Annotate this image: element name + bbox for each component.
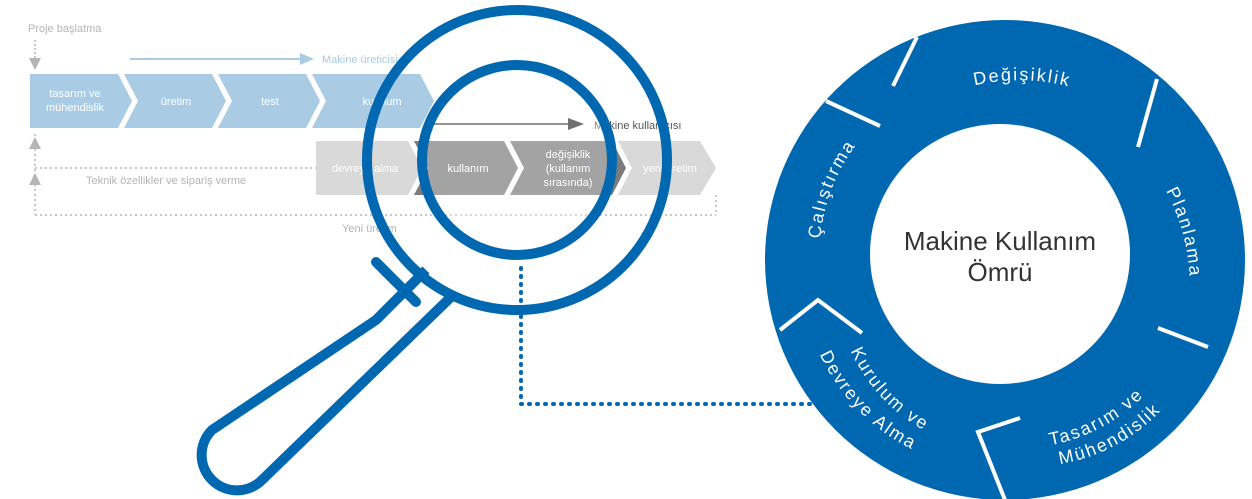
manufacturer-arrow-icon	[300, 53, 314, 65]
spec-order-label: Teknik özellikler ve sipariş verme	[86, 175, 246, 187]
segment-divider	[825, 99, 881, 128]
user-stages	[316, 141, 716, 195]
center-title-line1: Makine Kullanım	[904, 226, 1096, 256]
stage-modification	[510, 141, 626, 195]
segment-divider	[1136, 78, 1159, 148]
stage1-labels: tasarım ve mühendislik üretim test kurul…	[46, 88, 402, 114]
stage-usage	[414, 141, 518, 195]
loop-arrow-icon-2	[29, 173, 41, 185]
stage-design-line1: tasarım ve	[49, 88, 100, 100]
user-arrow-icon	[568, 118, 584, 130]
wheel-center	[870, 124, 1130, 384]
stage-installation	[312, 74, 434, 128]
stage-design-engineering	[30, 74, 132, 128]
stage-design-line2: mühendislik	[46, 102, 105, 114]
stage-usage-label: kullanım	[448, 163, 489, 175]
segment-divider	[778, 297, 864, 335]
connector-line	[519, 266, 832, 406]
stage-modification-line2: (kullanım	[546, 163, 591, 175]
stage-production	[124, 74, 226, 128]
loop-arrow-icon-1	[29, 137, 41, 149]
segment-divider	[891, 36, 919, 87]
stage-test	[218, 74, 320, 128]
lifecycle-wheel	[765, 20, 1245, 499]
segment-divider	[1157, 326, 1209, 349]
manufacturer-stages	[30, 74, 434, 128]
start-arrow-icon	[29, 58, 41, 70]
segment-divider	[975, 416, 1021, 499]
magnifier-icon	[196, 5, 672, 496]
project-start-label: Proje başlatma	[28, 23, 102, 35]
center-title-line2: Ömrü	[968, 257, 1033, 287]
stage-test-label: test	[261, 96, 279, 108]
stage-modification-line1: değişiklik	[546, 149, 591, 161]
stage-production-label: üretim	[161, 96, 192, 108]
manufacturer-label: Makine üreticisi	[322, 54, 398, 66]
stage-modification-line3: sırasında)	[544, 177, 593, 189]
